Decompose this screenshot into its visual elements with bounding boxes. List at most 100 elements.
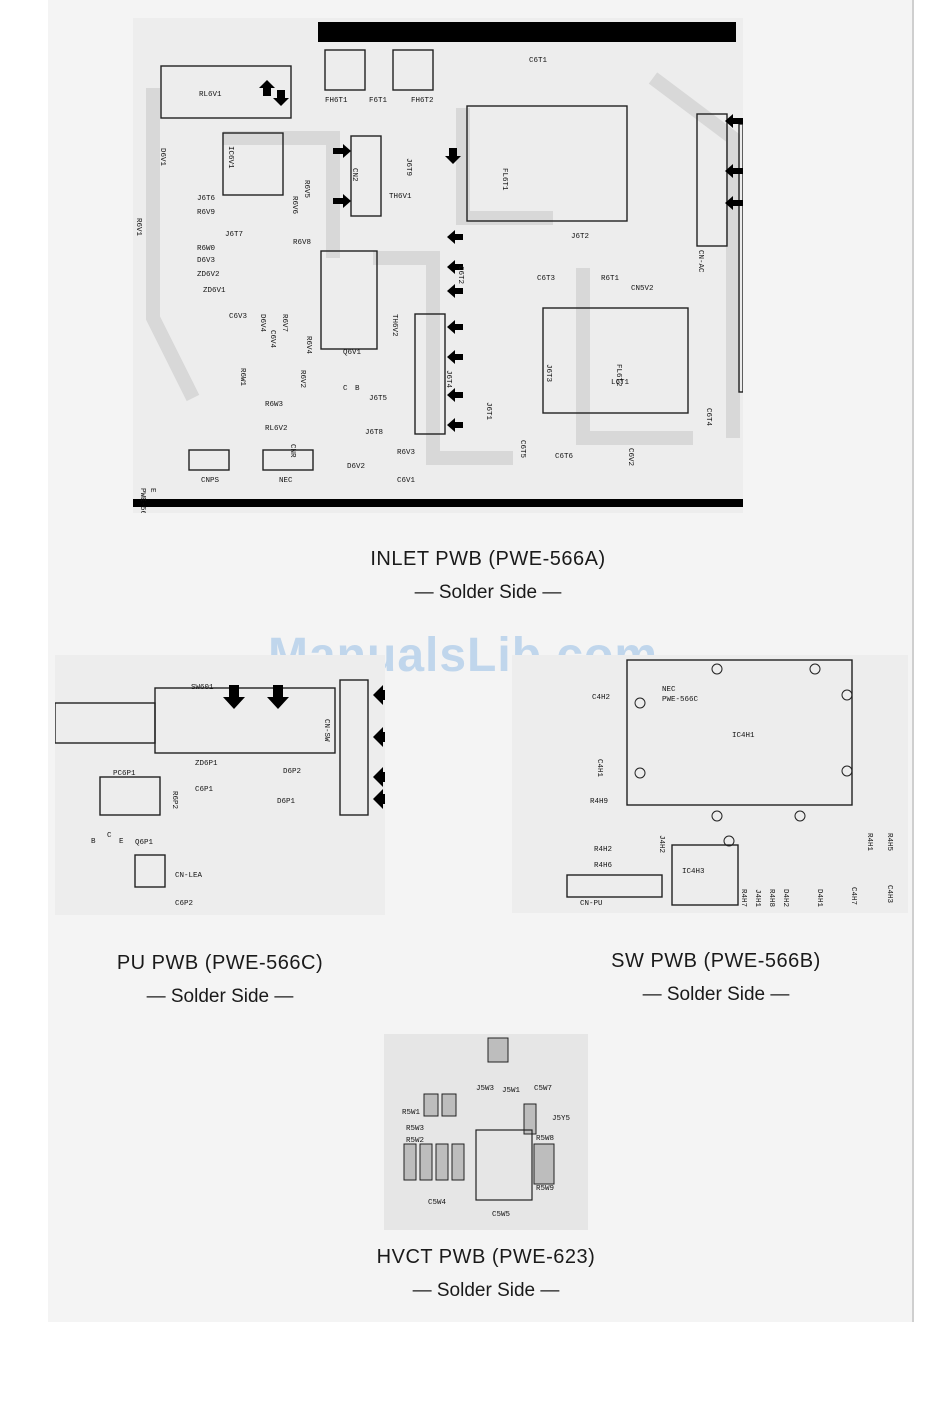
component-label: R6W3: [265, 401, 284, 409]
component-label: D6V1: [158, 148, 166, 167]
component-label: J6T1: [484, 402, 492, 421]
inlet-top-edge-bar: [318, 22, 736, 42]
component-label: C6V1: [397, 477, 416, 485]
connector-cnr: [188, 449, 230, 471]
pu-pwb-subtitle: — Solder Side —: [146, 986, 294, 1007]
component-label: C6T3: [537, 275, 556, 283]
component-label: C: [107, 832, 112, 840]
component-label: J5W3: [476, 1085, 495, 1093]
component-label: R4H9: [590, 798, 608, 806]
component-label: R4H7: [739, 889, 747, 907]
component-label: PWE-566C: [662, 696, 699, 704]
component-label: C4H2: [592, 694, 610, 702]
connector-cn-sw: [339, 679, 369, 816]
component-label: C6T6: [555, 453, 574, 461]
component-label: R6W0: [197, 245, 216, 253]
component-label: TH6V2: [390, 314, 398, 337]
component-label: R6V6: [290, 196, 298, 215]
component-label: C6T2: [456, 266, 464, 284]
component-label: RL6V1: [199, 91, 222, 99]
connector-cn-pu: [566, 874, 663, 898]
component-label: RL6V2: [265, 425, 288, 433]
component-label: D6P2: [283, 768, 301, 776]
component-label: C4H1: [595, 759, 603, 778]
component-label: R4H8: [767, 889, 775, 907]
component-label: NEC: [279, 477, 293, 485]
component-label: J4H2: [657, 835, 665, 853]
component-label: R6V9: [197, 209, 215, 217]
inlet-pwb-subtitle: — Solder Side —: [414, 582, 562, 603]
connector-cn-lea: [134, 854, 166, 888]
component-label: IC4H3: [682, 868, 705, 876]
component-label: CN-SW: [322, 719, 330, 742]
component-label: D6P1: [277, 798, 296, 806]
component-label: C6T4: [704, 408, 712, 427]
component-label: C4H3: [885, 885, 893, 904]
line-filter-fl6t2: [542, 307, 689, 414]
connector-cn5v2: [414, 313, 446, 435]
component-label: R6V5: [302, 180, 310, 199]
component-label: B: [91, 838, 96, 846]
component-label: CN2: [350, 168, 358, 182]
sw-pwb-subtitle: — Solder Side —: [642, 984, 790, 1005]
component-label: J5W1: [502, 1087, 521, 1095]
component-label: Q6V1: [343, 349, 362, 357]
component-label: FL6T1: [500, 168, 508, 191]
component-label: R5W8: [536, 1135, 554, 1143]
component-label: R5W9: [536, 1185, 554, 1193]
sw-pwb-title: SW PWB (PWE-566B): [611, 950, 821, 972]
component-label: F6T1: [369, 97, 388, 105]
inlet-bottom-edge-bar: [133, 499, 743, 507]
inlet-pwb-title: INLET PWB (PWE-566A): [370, 548, 606, 570]
component-label: R6V2: [298, 370, 306, 388]
pu-pwb-title: PU PWB (PWE-566C): [116, 952, 324, 974]
component-label: J6T7: [225, 231, 243, 239]
component-label: TH6V1: [389, 193, 412, 201]
component-label: ZD6V1: [203, 287, 226, 295]
component-label: C6V4: [268, 330, 276, 349]
component-label: CN5V2: [631, 285, 654, 293]
component-label: ZD6P1: [195, 760, 218, 768]
component-label: CN-PU: [580, 900, 603, 908]
component-label: J6T9: [404, 158, 412, 176]
component-label: IC4H1: [732, 732, 755, 740]
component-label: J6T5: [369, 395, 388, 403]
component-label: R6V8: [293, 239, 311, 247]
component-label: R4H5: [885, 833, 893, 852]
component-label: R6P2: [170, 791, 178, 809]
photocoupler-pc6p1: [99, 776, 161, 816]
relay-rl6v2: [320, 250, 378, 350]
component-label: R5W1: [402, 1109, 421, 1117]
component-label: R4H6: [594, 862, 613, 870]
component-label: D6V2: [347, 463, 365, 471]
hvct-pwb-title: HVCT PWB (PWE-623): [376, 1246, 596, 1268]
connector-cn2: [350, 135, 382, 217]
component-label: B: [355, 385, 360, 393]
component-label: J6T4: [444, 370, 452, 389]
ic-ic4h3: [671, 844, 739, 906]
component-label: CNPS: [201, 477, 220, 485]
component-label: R6W1: [238, 368, 246, 387]
component-label: Q6P1: [135, 839, 154, 847]
component-label: E: [119, 838, 124, 846]
component-label: R5W3: [406, 1125, 425, 1133]
component-label: PWE-566A: [138, 488, 146, 513]
switch-sw601: [154, 687, 336, 754]
component-label: R6V7: [280, 314, 288, 332]
connector-cnps: [262, 449, 314, 471]
component-label: R4H1: [865, 833, 873, 852]
hvct-pwb-subtitle: — Solder Side —: [412, 1280, 560, 1301]
component-label: R6V3: [397, 449, 416, 457]
component-label: C5W5: [492, 1211, 511, 1219]
component-label: D6V3: [197, 257, 216, 265]
component-label: R5W2: [406, 1137, 424, 1145]
fuse-holder-fh6t1: [324, 49, 366, 91]
component-label: C: [343, 385, 348, 393]
component-label: J6T2: [571, 233, 589, 241]
component-label: C6T1: [529, 57, 548, 65]
pu-pwb-diagram: SW601CN-SWPC6P1ZD6P1D6P2C6P1D6P1R6P2Q6P1…: [55, 655, 385, 915]
component-label: C6P1: [195, 786, 214, 794]
component-label: R6T1: [601, 275, 620, 283]
